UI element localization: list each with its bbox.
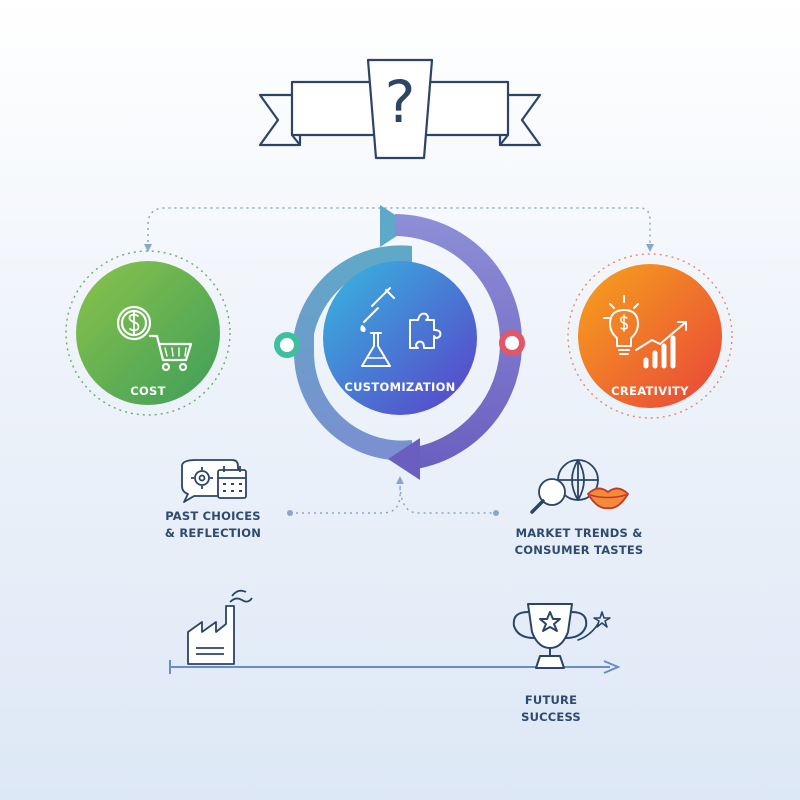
banner-question-mark: ? — [385, 68, 416, 136]
customization-circle[interactable] — [323, 261, 477, 415]
input-arrow-up — [396, 476, 404, 484]
future-success-line1: FUTURE — [524, 693, 578, 707]
market-trends-icon — [530, 459, 630, 514]
creativity-icon — [603, 295, 687, 369]
market-trends-line2: CONSUMER TASTES — [514, 543, 644, 557]
input-dot-right — [493, 510, 499, 516]
future-success-line2: SUCCESS — [521, 710, 581, 724]
past-choices-line2: & REFLECTION — [164, 526, 262, 540]
input-dot-left — [287, 510, 293, 516]
customization-label: CUSTOMIZATION — [344, 380, 456, 394]
cost-label: COST — [130, 384, 166, 398]
cost-icon — [116, 305, 193, 372]
connector-arrow-cost — [144, 244, 152, 252]
creativity-circle[interactable] — [578, 264, 722, 408]
market-trends-label: MARKET TRENDS & CONSUMER TASTES — [512, 525, 646, 559]
customization-icon — [360, 287, 442, 367]
past-choices-label: PAST CHOICES & REFLECTION — [148, 508, 278, 542]
connector-arrow-creativity — [646, 244, 654, 252]
cost-ring — [65, 250, 231, 416]
creativity-label: CREATIVITY — [611, 384, 689, 398]
trophy-icon — [512, 603, 611, 669]
banner-icon — [258, 58, 542, 160]
coral-connector-ring — [499, 330, 525, 356]
input-connectors — [290, 481, 496, 514]
factory-icon — [187, 589, 253, 665]
cycle-arrow-right-head — [388, 438, 420, 480]
past-choices-icon — [181, 459, 247, 503]
cycle-arrow-right — [395, 214, 523, 470]
teal-connector-ring — [274, 332, 300, 358]
past-choices-line1: PAST CHOICES — [165, 509, 261, 523]
cycle-arrow-left — [293, 245, 412, 461]
market-trends-line1: MARKET TRENDS & — [515, 526, 643, 540]
creativity-ring — [567, 253, 733, 419]
future-success-label: FUTURE SUCCESS — [506, 692, 596, 726]
timeline-arrow — [603, 660, 621, 674]
